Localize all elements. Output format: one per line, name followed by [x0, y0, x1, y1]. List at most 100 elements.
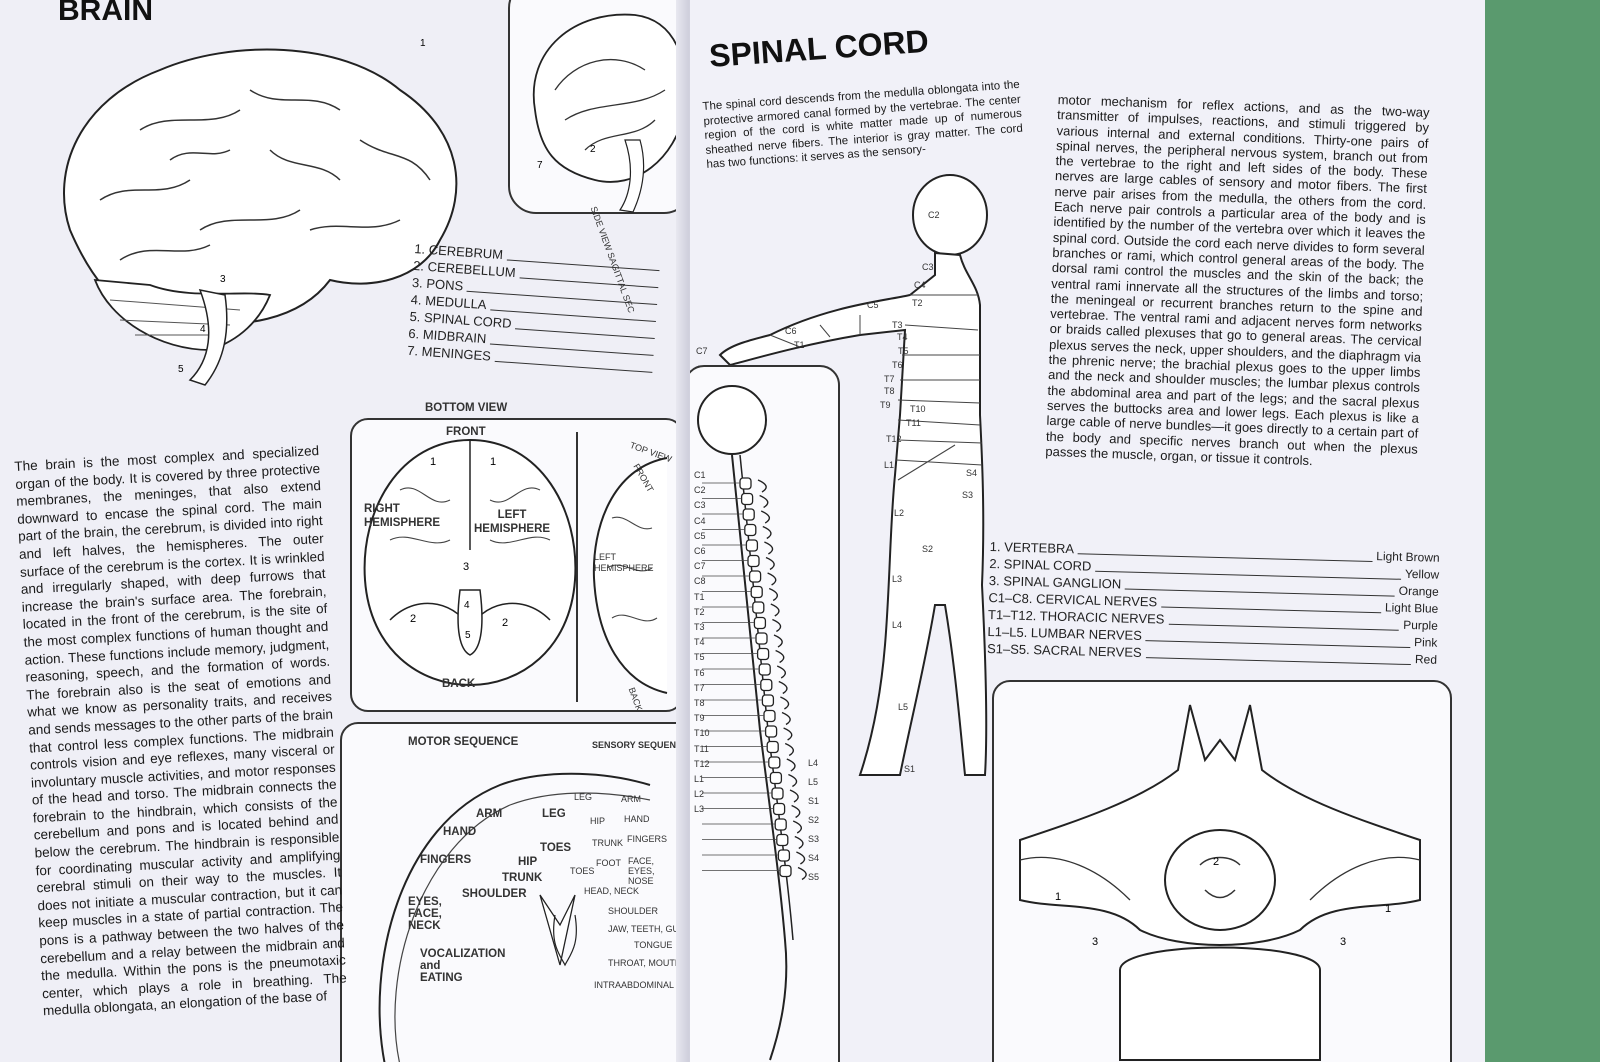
vertebra-process	[757, 479, 767, 493]
svg-text:5: 5	[178, 364, 184, 375]
brain-paragraph: The brain is the most complex and specia…	[14, 443, 348, 1019]
sensory-label-hip: HIP	[590, 816, 606, 826]
spine-label-s2: S2	[808, 815, 820, 825]
spine-label-c7: C7	[694, 561, 706, 572]
spine-label-t3: T3	[694, 622, 705, 632]
vertebra-body	[744, 523, 757, 537]
vertebra-process	[773, 634, 783, 648]
view-divider	[576, 432, 578, 702]
svg-text:2: 2	[590, 144, 596, 155]
dermatome-t10: T10	[910, 404, 926, 414]
vertebra-body	[774, 818, 787, 831]
vertebra-process	[791, 804, 801, 819]
legend-color: Yellow	[1404, 566, 1440, 582]
svg-text:1: 1	[1055, 891, 1061, 903]
sensory-label-shoulder: SHOULDER	[608, 906, 659, 916]
vertebra-process	[792, 820, 803, 834]
bottom-view-title: BOTTOM VIEW	[425, 402, 508, 414]
vertebra-body	[758, 663, 771, 676]
dermatome-t5: T5	[898, 346, 909, 356]
svg-text:1: 1	[420, 38, 426, 49]
sensory-label-jaw: JAW, TEETH, GUMS	[608, 924, 690, 934]
dermatome-c6: C6	[785, 326, 797, 336]
svg-text:3: 3	[1092, 936, 1098, 948]
vertebra-process	[786, 758, 796, 772]
spine-label-t7: T7	[694, 682, 705, 693]
top-view-left-hemisphere: LEFT HEMISPHERE	[594, 552, 654, 573]
vertebra-process	[781, 711, 791, 726]
legend-color: Red	[1414, 652, 1438, 667]
spine-label-c2: C2	[694, 485, 706, 496]
sensory-label-fingers: FINGERS	[627, 834, 668, 844]
vertebra-process	[789, 789, 799, 803]
vertebra-process	[762, 525, 772, 540]
dermatome-c4: C4	[914, 280, 926, 290]
dermatome-l2: L2	[894, 508, 905, 518]
vertebra-process	[772, 618, 782, 633]
vertebra-body	[750, 585, 763, 599]
sensory-label-head-neck: HEAD, NECK	[584, 886, 640, 896]
vertebra-body	[771, 787, 784, 800]
bottom-view-front: FRONT	[446, 426, 486, 438]
vertebra-process	[770, 603, 780, 617]
spine-label-l3: L3	[694, 804, 705, 815]
dermatome-l1: L1	[884, 460, 895, 470]
motor-label-vocalization: VOCALIZATION and EATING	[420, 948, 506, 984]
vertebra-process	[794, 835, 804, 850]
vertebra-process	[784, 742, 795, 757]
vertebra-body	[752, 601, 765, 614]
dermatome-t1: T1	[794, 340, 805, 350]
spinal-cord-title: SPINAL CORD	[708, 22, 930, 74]
vertebra-body	[776, 833, 789, 847]
motor-label-hand: HAND	[443, 826, 477, 838]
vertebra-process	[780, 696, 790, 710]
vertebra-body	[779, 864, 792, 878]
spine-label-c8: C8	[694, 576, 706, 587]
vertebra-body	[766, 740, 779, 754]
sensory-label-toes: TOES	[570, 866, 595, 876]
spine-label-l5: L5	[808, 777, 819, 787]
dermatome-s1: S1	[904, 764, 916, 774]
svg-text:2: 2	[502, 617, 508, 629]
vertebra-process	[788, 773, 798, 788]
spinal-cord-paragraph: motor mechanism for reflex actions, and …	[1045, 92, 1430, 468]
svg-text:7: 7	[537, 160, 543, 171]
spine-label-c4: C4	[694, 515, 706, 526]
legend-color: Light Brown	[1376, 549, 1440, 565]
spine-label-t9: T9	[694, 713, 705, 724]
sensory-label-throat: THROAT, MOUTH	[608, 958, 682, 968]
spine-vertebrae	[702, 477, 807, 881]
motor-label-toes: TOES	[540, 842, 572, 854]
spine-label-l1: L1	[694, 774, 705, 784]
svg-text:4: 4	[464, 600, 470, 611]
motor-label-arm: ARM	[476, 808, 503, 820]
sensory-label-tongue: TONGUE	[634, 940, 673, 950]
dermatome-t6: T6	[892, 360, 903, 370]
motor-label-shoulder: SHOULDER	[462, 888, 527, 900]
dermatome-c3: C3	[922, 262, 934, 272]
vertebra-body	[763, 709, 776, 723]
spinal-cord-intro: The spinal cord descends from the medull…	[702, 78, 1024, 171]
legend-label: S1–S5. SACRAL NERVES	[986, 640, 1142, 661]
motor-label-eyes-face-neck: EYES, FACE, NECK	[408, 896, 442, 932]
bottom-view-illustration: 1 1 3 4 5 2 2	[363, 438, 577, 687]
dermatome-s3: S3	[962, 490, 974, 500]
vertebra-body	[745, 539, 759, 552]
spine-label-t6: T6	[694, 667, 705, 678]
vertebra-body	[764, 725, 778, 738]
svg-text:4: 4	[200, 324, 206, 335]
vertebra-process	[776, 665, 787, 679]
sensory-label-trunk: TRUNK	[592, 838, 623, 848]
svg-text:3: 3	[1340, 936, 1346, 948]
dermatome-figure-illustration	[718, 174, 988, 776]
dermatome-c7: C7	[696, 346, 708, 356]
vertebra-process	[778, 680, 788, 695]
spine-label-c6: C6	[694, 546, 706, 556]
motor-label-trunk: TRUNK	[502, 872, 543, 884]
motor-sequence-illustration	[378, 772, 651, 1062]
dermatome-t3: T3	[892, 320, 903, 330]
vertebra-body	[769, 771, 783, 785]
brain-legend: 1. CEREBRUM 2. CEREBELLUM 3. PONS 4. MED…	[407, 240, 665, 376]
spine-label-s5: S5	[808, 872, 820, 882]
